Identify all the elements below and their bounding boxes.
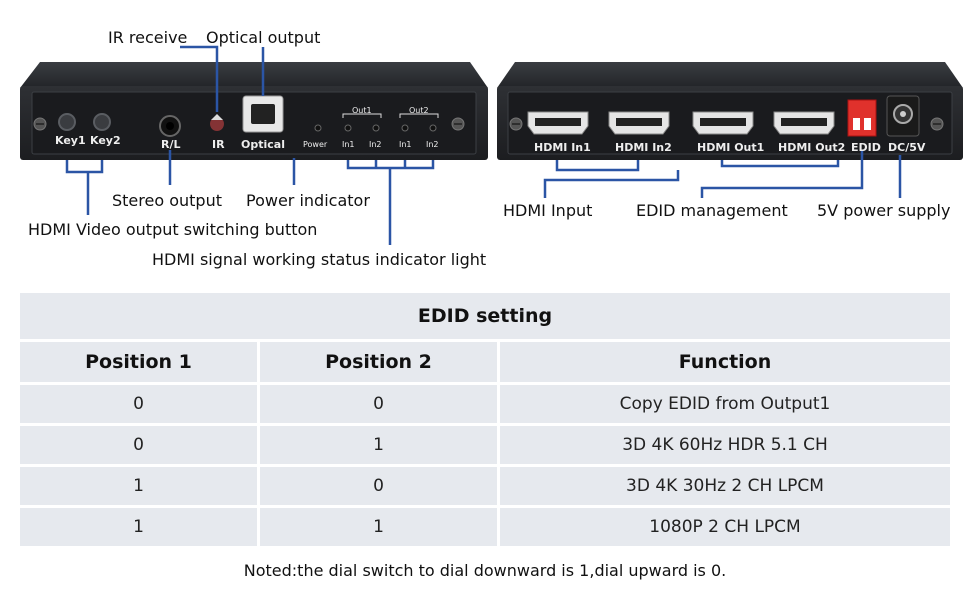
- key2-button-icon: [93, 113, 111, 131]
- port-label-out2: Out2: [409, 106, 429, 115]
- table-cell: 1: [260, 508, 497, 546]
- port-label-dc5v: DC/5V: [888, 141, 926, 154]
- callout-edid-management: EDID management: [636, 201, 788, 220]
- column-header-function: Function: [500, 342, 950, 382]
- edid-table-title: EDID setting: [20, 293, 950, 339]
- table-cell: 1: [20, 467, 257, 505]
- table-cell: 1: [20, 508, 257, 546]
- device-diagram-area: IR receive Optical output Stereo output …: [0, 0, 970, 285]
- rear-panel-device: [497, 62, 963, 160]
- table-cell: 3D 4K 60Hz HDR 5.1 CH: [500, 426, 950, 464]
- port-label-in1: In1: [342, 140, 355, 149]
- column-header-position-2: Position 2: [260, 342, 497, 382]
- port-label-key1: Key1: [55, 134, 86, 147]
- table-cell: 0: [260, 467, 497, 505]
- column-header-position-1: Position 1: [20, 342, 257, 382]
- callout-status-light: HDMI signal working status indicator lig…: [152, 250, 487, 269]
- table-cell: Copy EDID from Output1: [500, 385, 950, 423]
- ir-window-icon: [210, 117, 224, 131]
- port-label-key2: Key2: [90, 134, 121, 147]
- port-label-in1: In1: [399, 140, 412, 149]
- table-cell: 0: [20, 426, 257, 464]
- callout-power-indicator: Power indicator: [246, 191, 370, 210]
- port-label-power: Power: [303, 140, 328, 149]
- callout-power-supply: 5V power supply: [817, 201, 951, 220]
- callout-stereo-output: Stereo output: [112, 191, 222, 210]
- table-cell: 1: [260, 426, 497, 464]
- table-row: 1 0 3D 4K 30Hz 2 CH LPCM: [20, 467, 950, 505]
- port-label-hdmi-in2: HDMI In2: [615, 141, 672, 154]
- port-label-hdmi-in1: HDMI In1: [534, 141, 591, 154]
- table-row: 0 1 3D 4K 60Hz HDR 5.1 CH: [20, 426, 950, 464]
- callout-switch-button: HDMI Video output switching button: [28, 220, 318, 239]
- port-label-in2: In2: [369, 140, 382, 149]
- dip-switch-icon: [847, 99, 877, 137]
- port-label-hdmi-out1: HDMI Out1: [697, 141, 765, 154]
- callout-lines: [65, 45, 902, 245]
- table-cell: 0: [260, 385, 497, 423]
- edid-table-container: EDID setting Position 1 Position 2 Funct…: [17, 290, 953, 549]
- callout-optical-output: Optical output: [206, 28, 321, 47]
- port-label-edid: EDID: [851, 141, 881, 154]
- table-row: 1 1 1080P 2 CH LPCM: [20, 508, 950, 546]
- hdmi-port-icon: [773, 111, 835, 135]
- hdmi-port-icon: [608, 111, 670, 135]
- table-cell: 0: [20, 385, 257, 423]
- table-cell: 3D 4K 30Hz 2 CH LPCM: [500, 467, 950, 505]
- port-label-out1: Out1: [352, 106, 372, 115]
- edid-table: EDID setting Position 1 Position 2 Funct…: [17, 290, 953, 549]
- table-cell: 1080P 2 CH LPCM: [500, 508, 950, 546]
- hdmi-port-icon: [527, 111, 589, 135]
- port-label-hdmi-out2: HDMI Out2: [778, 141, 846, 154]
- dc-jack-icon: [886, 95, 920, 137]
- hdmi-port-icon: [692, 111, 754, 135]
- callout-ir-receive: IR receive: [108, 28, 188, 47]
- port-label-rl: R/L: [161, 138, 181, 151]
- power-led-icon: [314, 124, 322, 132]
- port-label-in2: In2: [426, 140, 439, 149]
- port-label-optical: Optical: [241, 138, 285, 151]
- footnote: Noted:the dial switch to dial downward i…: [243, 561, 727, 580]
- callout-hdmi-input: HDMI Input: [503, 201, 593, 220]
- device-illustration: [20, 45, 963, 245]
- front-panel-device: [20, 62, 488, 160]
- key1-button-icon: [58, 113, 76, 131]
- table-row: 0 0 Copy EDID from Output1: [20, 385, 950, 423]
- port-label-ir: IR: [212, 138, 225, 151]
